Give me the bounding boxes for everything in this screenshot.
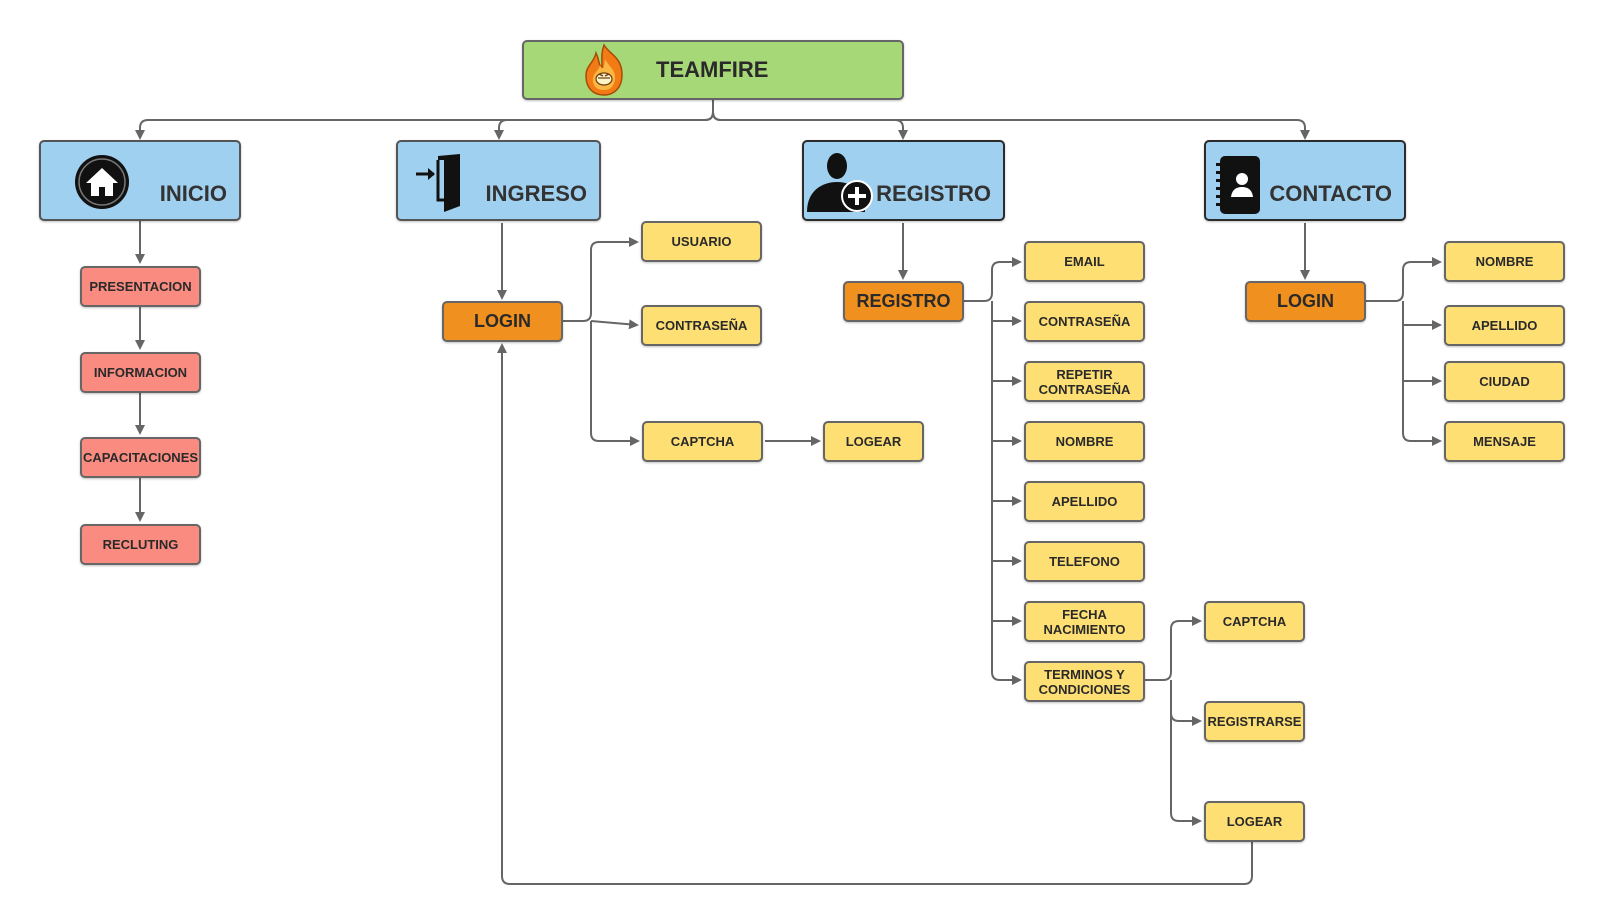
user-add-icon: [807, 153, 873, 212]
inicio-item-label: CAPACITACIONES: [82, 450, 199, 465]
root-label: TEAMFIRE: [656, 57, 769, 82]
inicio-item-label: RECLUTING: [102, 537, 179, 552]
field-label: APELLIDO: [1471, 318, 1538, 333]
ingreso-field-contrasena[interactable]: CONTRASEÑA: [641, 305, 762, 346]
registro-field-apellido[interactable]: APELLIDO: [1024, 481, 1145, 522]
registro-field-telefono[interactable]: TELEFONO: [1024, 541, 1145, 582]
registro-node-label: REGISTRO: [856, 291, 951, 311]
registro-field-terminos[interactable]: TERMINOS Y CONDICIONES: [1024, 661, 1145, 702]
ingreso-field-usuario[interactable]: USUARIO: [641, 221, 762, 262]
section-registro[interactable]: REGISTRO: [802, 140, 1005, 221]
field-label: REGISTRARSE: [1207, 714, 1302, 729]
ingreso-login-label: LOGIN: [474, 311, 531, 331]
fire-logo-icon: [585, 43, 623, 96]
inicio-item-presentacion[interactable]: PRESENTACION: [80, 266, 201, 307]
field-label: MENSAJE: [1473, 434, 1536, 449]
home-icon: [75, 155, 129, 209]
section-inicio[interactable]: INICIO: [39, 140, 241, 221]
field-label: CONTRASEÑA: [655, 318, 748, 333]
field-label: CIUDAD: [1479, 374, 1530, 389]
registro-field-nombre[interactable]: NOMBRE: [1024, 421, 1145, 462]
field-label: NOMBRE: [1475, 254, 1534, 269]
section-contacto-label: CONTACTO: [1269, 181, 1392, 206]
ingreso-field-captcha[interactable]: CAPTCHA: [642, 421, 763, 462]
registro-field-email[interactable]: EMAIL: [1024, 241, 1145, 282]
contacto-field-mensaje[interactable]: MENSAJE: [1444, 421, 1565, 462]
registro-registrarse[interactable]: REGISTRARSE: [1204, 701, 1305, 742]
contacto-login-node[interactable]: LOGIN: [1245, 281, 1366, 322]
root-node: TEAMFIRE: [522, 40, 904, 100]
contacto-field-ciudad[interactable]: CIUDAD: [1444, 361, 1565, 402]
ingreso-logear[interactable]: LOGEAR: [823, 421, 924, 462]
field-label: LOGEAR: [1226, 814, 1283, 829]
contact-book-icon: [1216, 156, 1260, 214]
section-inicio-label: INICIO: [159, 181, 227, 206]
field-label: FECHA NACIMIENTO: [1043, 606, 1126, 637]
registro-field-repetir-contrasena[interactable]: REPETIR CONTRASEÑA: [1024, 361, 1145, 402]
contacto-field-nombre[interactable]: NOMBRE: [1444, 241, 1565, 282]
inicio-item-informacion[interactable]: INFORMACION: [80, 352, 201, 393]
section-registro-label: REGISTRO: [876, 181, 991, 206]
field-label: CAPTCHA: [1222, 614, 1287, 629]
field-label: EMAIL: [1064, 254, 1105, 269]
registro-logear[interactable]: LOGEAR: [1204, 801, 1305, 842]
field-label: TERMINOS Y CONDICIONES: [1038, 666, 1131, 697]
inicio-item-label: INFORMACION: [93, 365, 188, 380]
ingreso-login-node[interactable]: LOGIN: [442, 301, 563, 342]
field-label: CONTRASEÑA: [1038, 314, 1131, 329]
contacto-field-apellido[interactable]: APELLIDO: [1444, 305, 1565, 346]
section-ingreso[interactable]: INGRESO: [396, 140, 601, 221]
registro-field-fecha-nacimiento[interactable]: FECHA NACIMIENTO: [1024, 601, 1145, 642]
field-label: REPETIR CONTRASEÑA: [1038, 366, 1131, 397]
contacto-login-label: LOGIN: [1277, 291, 1334, 311]
inicio-item-recluting[interactable]: RECLUTING: [80, 524, 201, 565]
registro-node[interactable]: REGISTRO: [843, 281, 964, 322]
field-label: USUARIO: [671, 234, 732, 249]
field-label: LOGEAR: [845, 434, 902, 449]
field-label: TELEFONO: [1049, 554, 1120, 569]
field-label: APELLIDO: [1051, 494, 1118, 509]
door-enter-icon: [416, 154, 460, 212]
section-ingreso-label: INGRESO: [485, 181, 587, 206]
field-label: NOMBRE: [1055, 434, 1114, 449]
field-label: CAPTCHA: [670, 434, 735, 449]
inicio-item-label: PRESENTACION: [89, 279, 192, 294]
inicio-item-capacitaciones[interactable]: CAPACITACIONES: [80, 437, 201, 478]
registro-field-contrasena[interactable]: CONTRASEÑA: [1024, 301, 1145, 342]
registro-captcha[interactable]: CAPTCHA: [1204, 601, 1305, 642]
